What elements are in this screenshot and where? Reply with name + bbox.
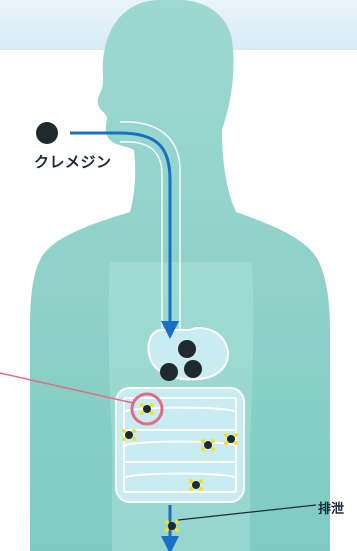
excretion-label: 排泄 [318,498,344,517]
small-intestine [116,388,244,502]
black-circle-icon [184,360,202,378]
drug-label: クレメジン [34,151,112,172]
black-circle-icon [36,122,58,144]
black-circle-icon [160,363,178,381]
black-circle-icon [178,340,196,358]
